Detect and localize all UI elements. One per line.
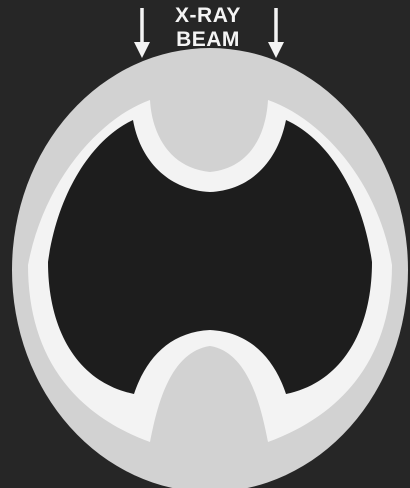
xray-beam-label: X-RAY BEAM (158, 4, 258, 52)
beam-label-line2: BEAM (158, 28, 258, 52)
down-arrow-icon (134, 8, 150, 58)
beam-label-line1: X-RAY (158, 4, 258, 28)
down-arrow-icon (268, 8, 284, 58)
